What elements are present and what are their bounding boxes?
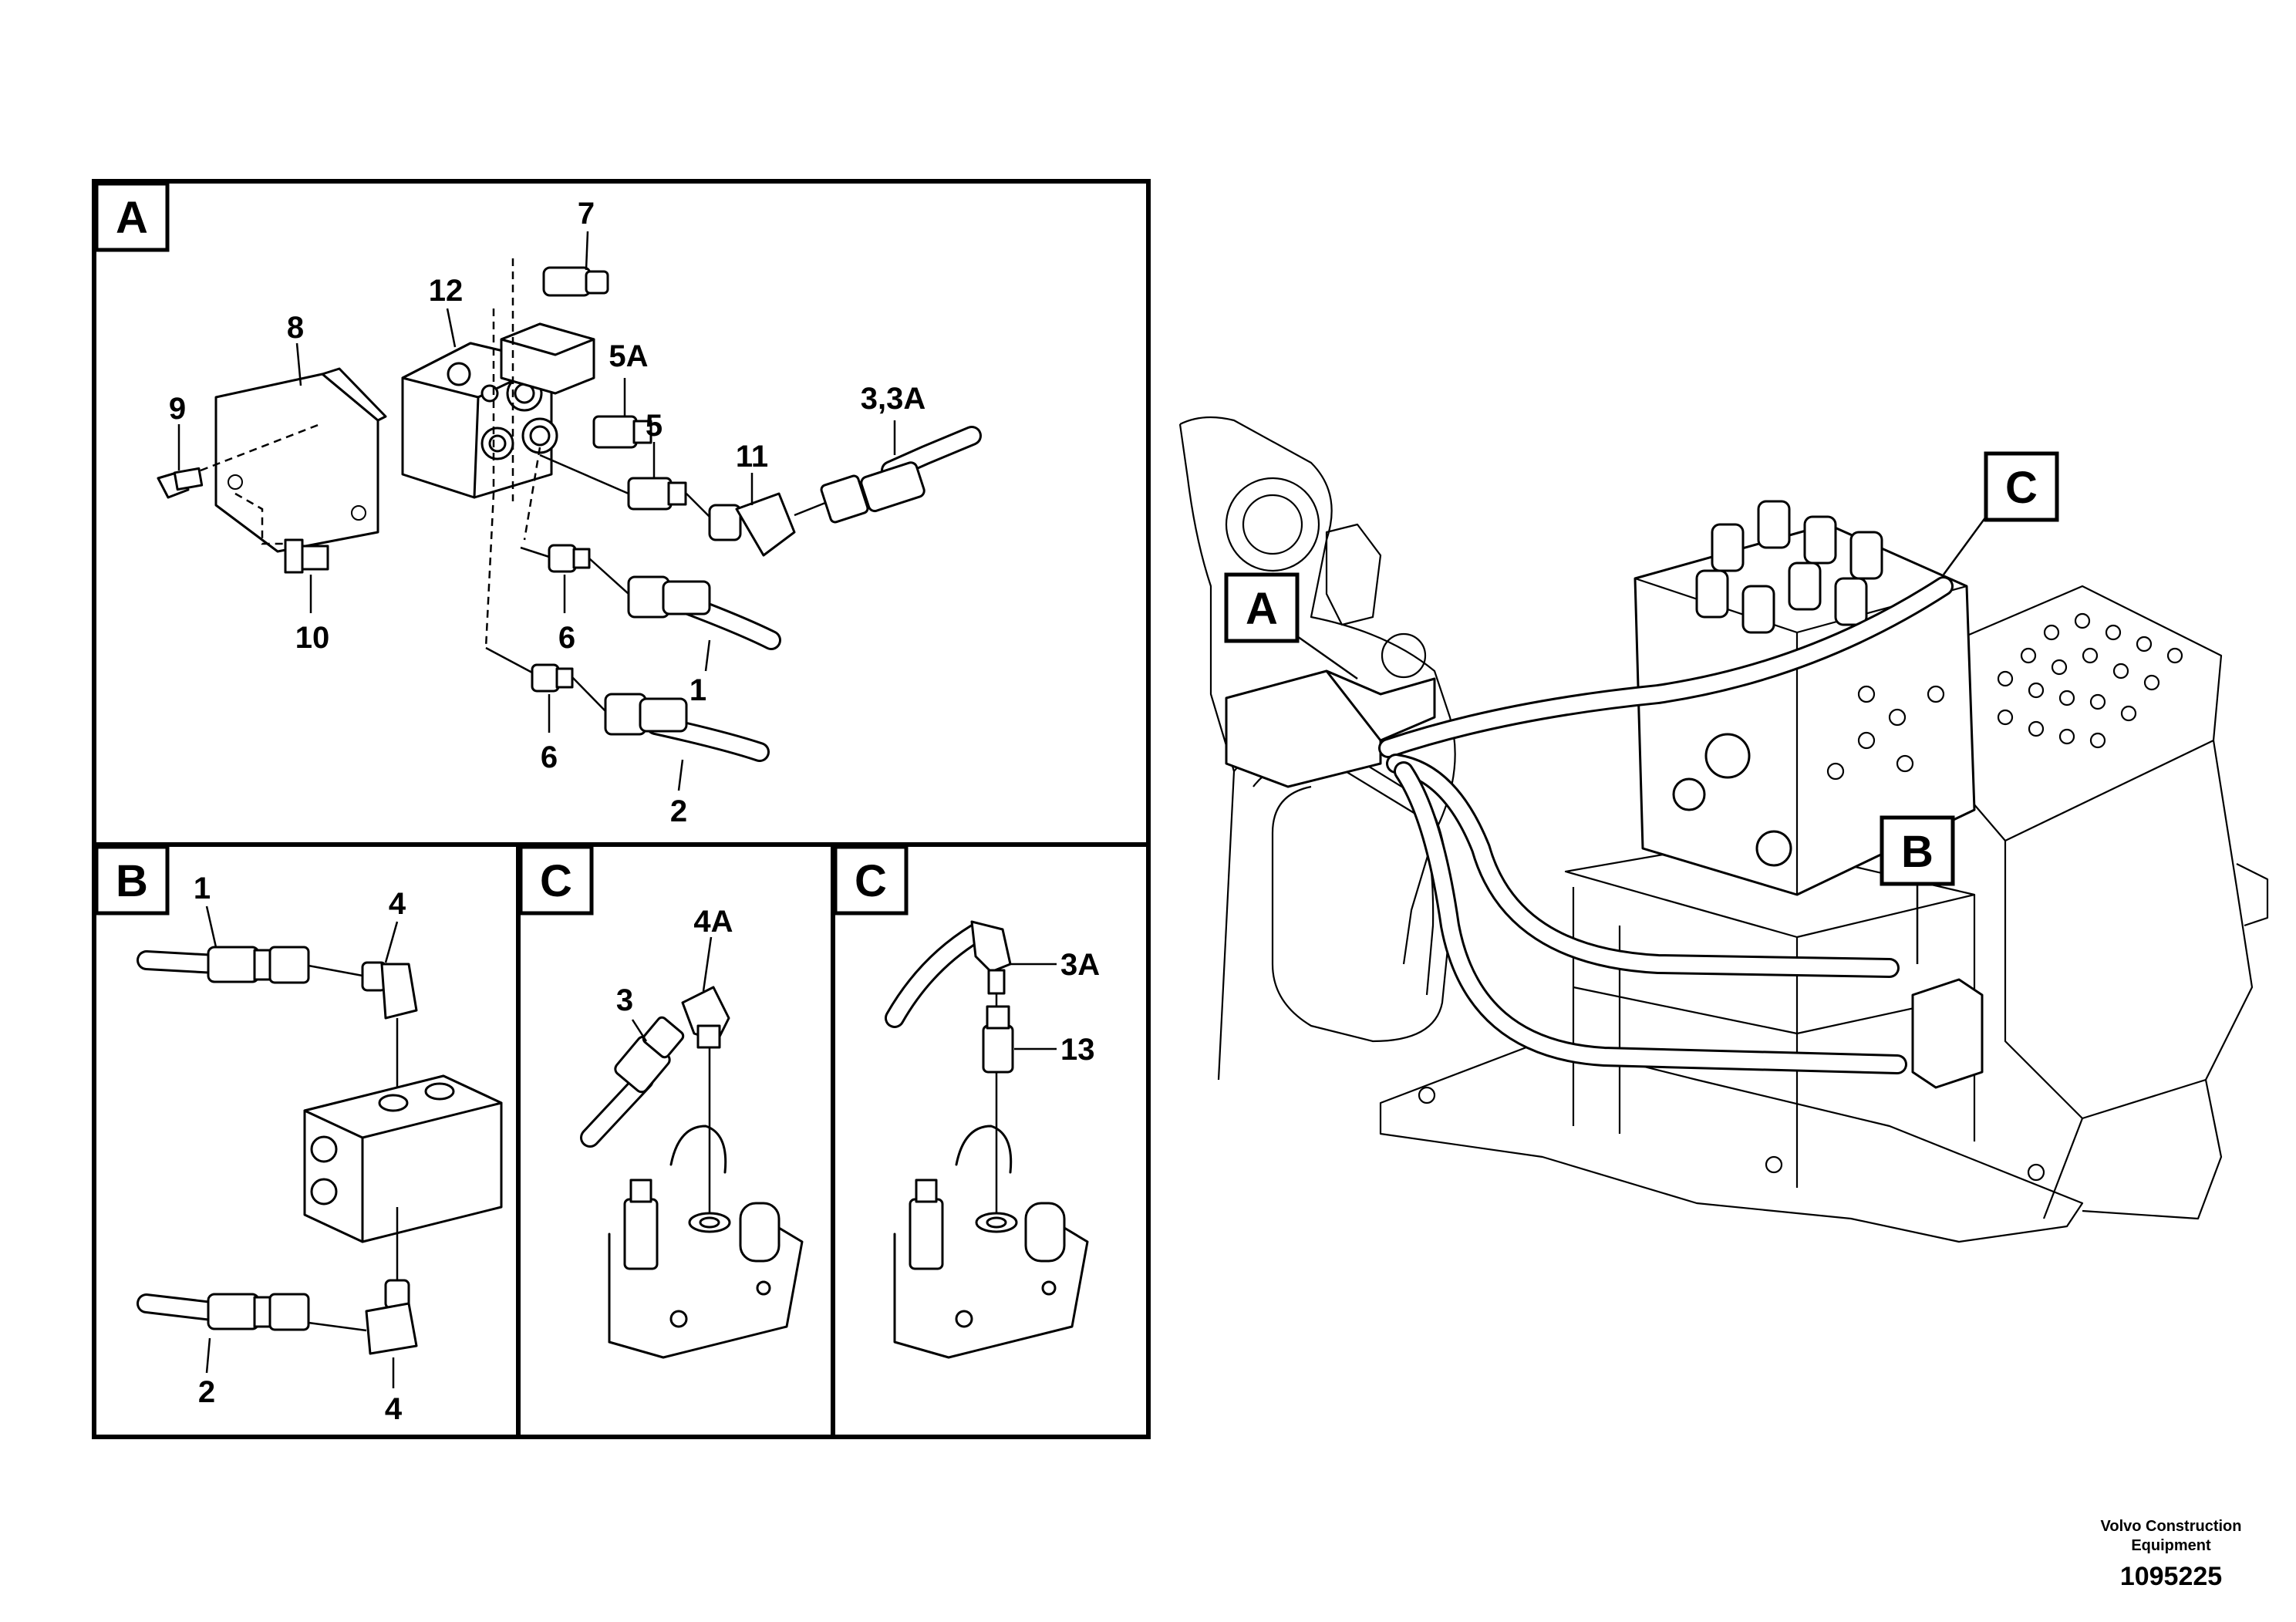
callout-6-upper: 6 (558, 621, 575, 655)
hose-2 (604, 693, 770, 762)
company-name-line-1: Volvo Construction (2101, 1518, 2242, 1535)
svg-text:C: C (540, 856, 572, 906)
callout-11: 11 (736, 440, 768, 474)
callout-b-4-bottom: 4 (385, 1392, 403, 1426)
overview-block-b (1911, 978, 1984, 1089)
panel-c2-callouts: 3A 13 (1060, 948, 1100, 1067)
overview-label-b: B (1880, 815, 1955, 964)
valve-base-c2 (893, 1125, 1089, 1359)
detail-frames (92, 179, 1151, 1439)
callout-2: 2 (670, 794, 687, 828)
callout-8: 8 (287, 311, 304, 345)
panel-c1-label: C (518, 845, 594, 916)
valve-base-c1 (608, 1125, 804, 1359)
svg-text:C: C (2005, 463, 2038, 513)
callout-6-lower: 6 (541, 740, 558, 774)
overview-drawing (1178, 416, 2269, 1243)
svg-text:A: A (1246, 584, 1278, 634)
callout-9: 9 (169, 392, 186, 426)
company-name-line-2: Equipment (2131, 1537, 2211, 1554)
hose-1 (627, 575, 781, 650)
panel-b-drawing (137, 905, 503, 1388)
callout-7: 7 (578, 197, 595, 231)
callout-10: 10 (295, 621, 330, 655)
elbow-11 (708, 492, 796, 557)
callout-b-2: 2 (198, 1375, 215, 1409)
callout-5A: 5A (609, 339, 648, 373)
panel-c1-callouts: 4A 3 (616, 905, 733, 1017)
callout-c-3: 3 (616, 983, 633, 1017)
svg-text:B: B (1901, 827, 1934, 877)
fitting-7 (542, 266, 609, 297)
overview-block-a (1225, 669, 1436, 788)
callout-c-3A: 3A (1060, 948, 1100, 982)
screw-9 (157, 467, 204, 499)
svg-text:C: C (855, 856, 887, 906)
panel-a-label: A (94, 181, 170, 252)
overview-label-c: C (1942, 451, 2059, 575)
callout-c-13: 13 (1060, 1033, 1095, 1067)
screw-10 (284, 538, 329, 574)
panel-a-drawing (157, 258, 982, 762)
callout-c-4A: 4A (693, 905, 733, 939)
panel-b-callouts: 1 4 2 4 (194, 872, 406, 1426)
panel-c2-drawing (885, 920, 1089, 1359)
panel-a-leaders (177, 231, 896, 791)
callout-3-3A: 3,3A (861, 382, 926, 416)
panel-c2-label: C (833, 845, 909, 916)
fitting-6-lower (531, 663, 574, 693)
panel-c1-drawing (580, 936, 804, 1359)
callout-b-4-top: 4 (389, 887, 406, 921)
platform-holes (1997, 612, 2183, 749)
callout-1: 1 (689, 673, 706, 707)
panel-a-callouts: 7 12 8 5A 9 5 3,3A 11 10 6 1 6 2 (169, 197, 925, 828)
callout-5: 5 (646, 409, 663, 443)
fitting-5A (592, 415, 652, 449)
fitting-6-upper (548, 544, 591, 573)
callout-12: 12 (429, 274, 464, 308)
drawing-number: 1095225 (2120, 1562, 2222, 1591)
fitting-5 (627, 477, 687, 511)
svg-text:B: B (116, 856, 148, 906)
overview-label-a: A (1224, 572, 1358, 680)
svg-text:A: A (116, 193, 148, 243)
valve-block-12 (401, 322, 595, 499)
callout-b-1: 1 (194, 872, 211, 905)
panel-b-label: B (94, 845, 170, 916)
hose-3-3A (820, 426, 982, 524)
footer: Volvo Construction Equipment 1095225 (2101, 1518, 2242, 1591)
